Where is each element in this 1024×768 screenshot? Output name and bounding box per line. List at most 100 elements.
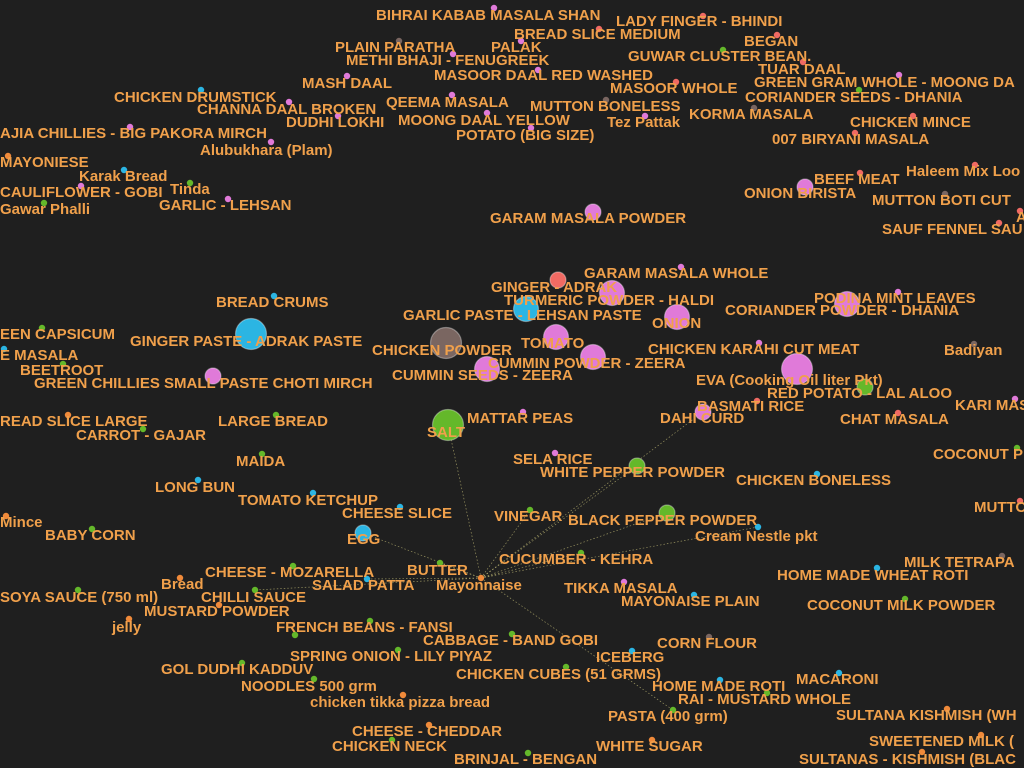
- node-cummin-seeds-zeera[interactable]: [473, 355, 501, 383]
- node-beetroot[interactable]: [59, 360, 67, 368]
- node-garlic-lehsan[interactable]: [224, 195, 232, 203]
- node-mustard-powder[interactable]: [215, 601, 223, 609]
- node-badiyan[interactable]: [970, 340, 978, 348]
- node-alubukhara-plam[interactable]: [267, 138, 275, 146]
- node-bread[interactable]: [176, 574, 184, 582]
- node-podina-mint-leaves[interactable]: [894, 288, 902, 296]
- node-qeema-masala[interactable]: [448, 91, 456, 99]
- node-mash-daal[interactable]: [343, 72, 351, 80]
- node-mince[interactable]: [2, 512, 10, 520]
- node-home-made-roti[interactable]: [716, 676, 724, 684]
- node-ginger-adrak[interactable]: [549, 271, 567, 289]
- node-een-capsicum[interactable]: [38, 324, 46, 332]
- node-sauf-fennel-sau[interactable]: [995, 219, 1003, 227]
- node-ginger-paste-adrak-paste[interactable]: [234, 317, 268, 351]
- node-macaroni[interactable]: [835, 669, 843, 677]
- node-jelly[interactable]: [125, 615, 133, 623]
- node-garlic-paste-lehsan-paste[interactable]: [512, 295, 540, 323]
- node-007-biryani-masala[interactable]: [851, 129, 859, 137]
- node-soya-sauce-750-ml[interactable]: [74, 586, 82, 594]
- node-haleem-mix-loo[interactable]: [971, 161, 979, 169]
- node-salt[interactable]: [431, 408, 465, 442]
- node-methi-bhaji-fenugreek[interactable]: [449, 50, 457, 58]
- node-coriander-powder-dhania[interactable]: [833, 290, 861, 318]
- node-pasta-400-grm[interactable]: [669, 706, 677, 714]
- node-chat-masala[interactable]: [894, 409, 902, 417]
- node-salad-patta[interactable]: [363, 575, 371, 583]
- node-sela-rice[interactable]: [551, 449, 559, 457]
- node-chicken-mince[interactable]: [909, 112, 917, 120]
- node-onion-birista[interactable]: [796, 178, 814, 196]
- node-cauliflower-gobi[interactable]: [77, 182, 85, 190]
- node-vinegar[interactable]: [526, 506, 534, 514]
- node-turmeric-powder-haldi[interactable]: [598, 279, 626, 307]
- node-chicken-cubes-51-grms[interactable]: [562, 663, 570, 671]
- node-noodles-500-grm[interactable]: [310, 675, 318, 683]
- node-milk-tetrapa[interactable]: [998, 552, 1006, 560]
- node-chicken-boneless[interactable]: [813, 470, 821, 478]
- node-green-gram-whole-moong-da[interactable]: [895, 71, 903, 79]
- node-sultanas-kishmish-blac[interactable]: [918, 748, 926, 756]
- node-korma-masala[interactable]: [750, 104, 758, 112]
- node-bread-crums[interactable]: [270, 292, 278, 300]
- node-iceberg[interactable]: [628, 647, 636, 655]
- node-chicken-powder[interactable]: [429, 326, 463, 360]
- node-e-masala[interactable]: [0, 345, 8, 353]
- node-egg[interactable]: [354, 524, 372, 542]
- node-karak-bread[interactable]: [120, 166, 128, 174]
- node-mutton-boneless[interactable]: [602, 96, 610, 104]
- node-chicken-tikka-pizza-bread[interactable]: [399, 691, 407, 699]
- node-mayonnaise[interactable]: [477, 574, 485, 582]
- node-mutton-boti-cut[interactable]: [941, 190, 949, 198]
- node-long-bun[interactable]: [194, 476, 202, 484]
- node-a[interactable]: [1016, 207, 1024, 215]
- node-bihrai-kabab-masala-shan[interactable]: [490, 4, 498, 12]
- node-baby-corn[interactable]: [88, 525, 96, 533]
- node-gawar-phalli[interactable]: [40, 199, 48, 207]
- node-cabbage-band-gobi[interactable]: [508, 630, 516, 638]
- node-chicken-drumstick[interactable]: [197, 86, 205, 94]
- node-chicken-neck[interactable]: [388, 736, 396, 744]
- node-chicken-karahi-cut-meat[interactable]: [755, 339, 763, 347]
- node-mattar-peas[interactable]: [519, 408, 527, 416]
- node-large-bread[interactable]: [272, 411, 280, 419]
- node-cheese-mozarella[interactable]: [289, 562, 297, 570]
- node-maida[interactable]: [258, 450, 266, 458]
- node-guwar-cluster-bean[interactable]: [719, 46, 727, 54]
- node-cheese-cheddar[interactable]: [425, 721, 433, 729]
- node-basmati-rice[interactable]: [753, 397, 761, 405]
- node-ajia-chillies-big-pakora-mirch[interactable]: [126, 123, 134, 131]
- node-tuar-daal[interactable]: [799, 58, 807, 66]
- node-cucumber-kehra[interactable]: [577, 549, 585, 557]
- node-green-chillies-small-paste-choti-mirch[interactable]: [204, 367, 222, 385]
- node-cheese-slice[interactable]: [396, 503, 404, 511]
- node-eva-cooking-oil-liter-pkt[interactable]: [780, 352, 814, 386]
- node-butter[interactable]: [436, 559, 444, 567]
- node-garam-masala-powder[interactable]: [584, 203, 602, 221]
- node-black-pepper-powder[interactable]: [658, 504, 676, 522]
- node-sweetened-milk[interactable]: [977, 731, 985, 739]
- node-tez-pattak[interactable]: [641, 112, 649, 120]
- node-palak[interactable]: [517, 37, 525, 45]
- node-channa-daal-broken[interactable]: [285, 98, 293, 106]
- node-coconut-p[interactable]: [1013, 444, 1021, 452]
- node-dudhi-lokhi[interactable]: [334, 112, 342, 120]
- node-home-made-wheat-roti[interactable]: [873, 564, 881, 572]
- node-garam-masala-whole[interactable]: [677, 263, 685, 271]
- node-brinjal-bengan[interactable]: [524, 749, 532, 757]
- node-gol-dudhi-kadduv[interactable]: [238, 659, 246, 667]
- node-mutto[interactable]: [1016, 497, 1024, 505]
- node-red-potato-lal-aloo[interactable]: [856, 378, 874, 396]
- node-began[interactable]: [773, 31, 781, 39]
- node-coriander-seeds-dhania[interactable]: [855, 86, 863, 94]
- node-masoor-whole[interactable]: [672, 78, 680, 86]
- node-rai-mustard-whole[interactable]: [763, 689, 771, 697]
- node-masoor-daal-red-washed[interactable]: [534, 66, 542, 74]
- node-french-beans-fansi[interactable]: [366, 617, 374, 625]
- node-tikka-masala[interactable]: [620, 578, 628, 586]
- node-carrot-gajar[interactable]: [139, 425, 147, 433]
- node-mayonaise-plain[interactable]: [690, 591, 698, 599]
- node-mayoniese[interactable]: [4, 152, 12, 160]
- node-tomato[interactable]: [542, 323, 570, 351]
